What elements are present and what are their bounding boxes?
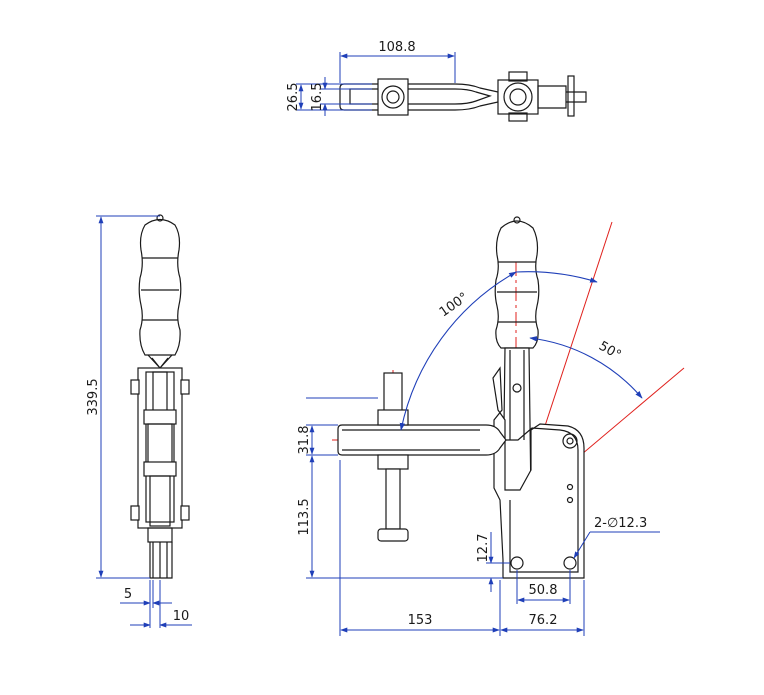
- top-view-pivot-ring: [503, 82, 533, 112]
- side-view-rivet-tr: [180, 379, 190, 395]
- top-view-spindle-nut: [381, 85, 405, 109]
- front-view-arc-100: [399, 271, 517, 431]
- side-view-nut-upper: [143, 409, 177, 425]
- top-view-spindle-bolt: [386, 90, 400, 104]
- top-view-handle-pin: [567, 75, 575, 117]
- front-view-mount-hole-left: [510, 556, 524, 570]
- dim-label-10: 10: [173, 609, 190, 624]
- dim-label-50-8: 50.8: [529, 583, 558, 598]
- dim-label-113-5: 113.5: [297, 498, 312, 535]
- front-view-spindle-shaft: [385, 468, 401, 530]
- top-view-arm: [339, 83, 499, 111]
- top-view: 108.8 26.5 16.5: [286, 40, 587, 122]
- side-view-nut-lower: [143, 461, 177, 477]
- dim-label-holes: 2-∅12.3: [594, 516, 647, 531]
- front-view-spindle-top: [383, 372, 403, 414]
- side-view-base: [147, 527, 173, 543]
- top-view-pivot-pin: [509, 88, 527, 106]
- top-view-spindle-block: [377, 78, 409, 116]
- dim-label-339-5: 339.5: [86, 378, 101, 415]
- dim-label-76-2: 76.2: [529, 613, 558, 628]
- angle-label-50: 50°: [596, 339, 623, 364]
- front-view-arc-100-top: [515, 271, 598, 283]
- front-view-spindle-tip: [377, 528, 409, 542]
- side-view-body: [137, 367, 183, 529]
- side-view: 339.5 5 10: [86, 214, 192, 628]
- top-view-pivot-block: [497, 79, 539, 115]
- front-view-arc-50: [529, 336, 643, 399]
- top-view-pivot-boss-bottom: [508, 112, 528, 122]
- dim-label-26-5: 26.5: [286, 83, 301, 112]
- front-view-grip: [494, 220, 540, 349]
- front-view-spindle-nut-bottom: [377, 454, 409, 470]
- angle-label-100: 100°: [437, 290, 471, 320]
- front-view: 100° 50° 31.8 113.5 12.7 153 50.8 76.2: [297, 216, 685, 636]
- top-view-arm-inner: [349, 88, 492, 105]
- dim-label-12-7: 12.7: [476, 534, 491, 563]
- side-view-rivet-bl: [130, 505, 140, 521]
- side-view-grip: [138, 218, 182, 356]
- dim-label-31-8: 31.8: [297, 426, 312, 455]
- dim-label-108-8: 108.8: [378, 40, 415, 55]
- top-view-pivot-boss: [508, 71, 528, 82]
- front-view-body: [492, 366, 585, 579]
- dim-label-16-5: 16.5: [310, 83, 325, 112]
- side-view-rivet-tl: [130, 379, 140, 395]
- front-view-pivot-hole: [562, 433, 578, 449]
- top-view-handle: [537, 85, 587, 109]
- front-view-mount-hole-right: [563, 556, 577, 570]
- dim-label-5: 5: [124, 587, 132, 602]
- side-view-rivet-br: [180, 505, 190, 521]
- dim-label-153: 153: [408, 613, 433, 628]
